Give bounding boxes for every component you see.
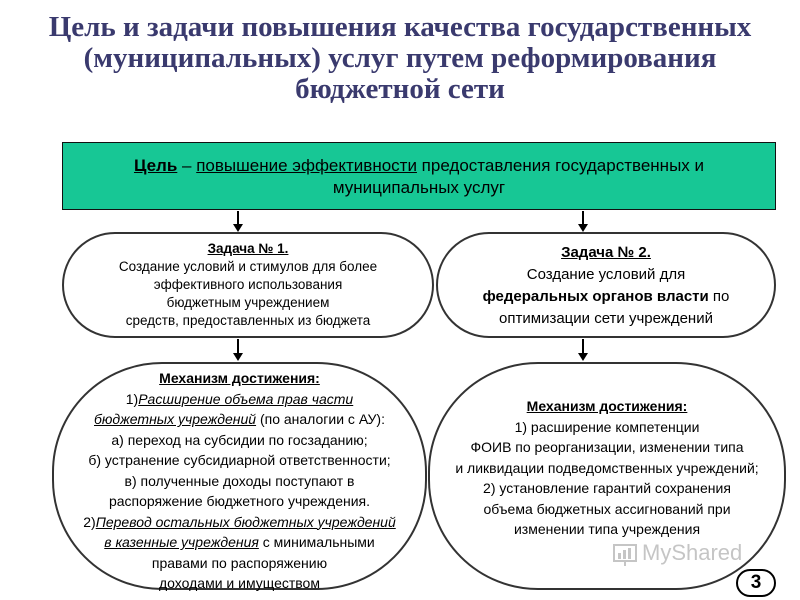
mechanism-2-line: 2) установление гарантий сохранения xyxy=(483,480,731,496)
watermark-text: MyShared xyxy=(642,540,743,565)
goal-line-1: Цель – повышение эффективности предостав… xyxy=(63,155,775,177)
slide-title: Цель и задачи повышения качества государ… xyxy=(20,12,780,105)
mechanism-1-sub-c: в) полученные доходы поступают в xyxy=(124,472,355,489)
mechanism-1-item-1-line-2: бюджетных учреждений (по аналогии с АУ): xyxy=(54,409,425,430)
task-2-line-2-rest: по xyxy=(708,288,730,305)
item-underlined-text: в казенные учреждения xyxy=(104,534,259,550)
item-prefix: 1) xyxy=(125,390,139,407)
mechanism-2-line: 1) расширение компетенции xyxy=(514,418,700,435)
goal-box: Цель – повышение эффективности предостав… xyxy=(62,142,776,210)
item-text: с минимальными xyxy=(258,534,375,550)
mechanism-1-heading: Механизм достижения: xyxy=(159,370,320,386)
mechanism-1-item-2-line-2: в казенные учреждения с минимальными xyxy=(54,532,425,553)
mechanism-1-item-1: 1)Расширение объема прав части xyxy=(54,389,425,410)
mechanism-1-item-2: 2)Перевод остальных бюджетных учреждений xyxy=(54,512,425,533)
goal-label: Цель xyxy=(133,156,178,175)
mechanism-1-sub-a: а) переход на субсидии по госзаданию; xyxy=(111,431,368,448)
task-1-line: Создание условий и стимулов для более xyxy=(118,259,378,274)
mechanism-2-oval: Механизм достижения: 1) расширение компе… xyxy=(428,362,786,590)
mechanism-1-sub-c-cont: распоряжение бюджетного учреждения. xyxy=(108,493,371,509)
mechanism-2-heading: Механизм достижения: xyxy=(526,398,688,414)
mechanism-2-line: объема бюджетных ассигнований при xyxy=(483,500,731,517)
title-line-2: (муниципальных) услуг путем реформирован… xyxy=(83,42,717,74)
goal-text-rest: предоставления государственных и xyxy=(416,156,705,175)
title-line-3: бюджетной сети xyxy=(295,73,505,105)
task-2-line-1: Создание условий для xyxy=(526,266,686,283)
item-prefix: 2) xyxy=(83,513,96,530)
mechanism-2-line: изменении типа учреждения xyxy=(513,521,701,537)
task-2-heading: Задача № 2. xyxy=(561,244,651,261)
goal-line-2: муниципальных услуг xyxy=(332,178,506,197)
item-underlined-text: Перевод остальных бюджетных учреждений xyxy=(95,513,396,530)
watermark: MyShared xyxy=(612,536,762,570)
goal-text-underlined: повышение эффективности xyxy=(196,156,417,175)
task-1-line: средств, предоставленных из бюджета xyxy=(125,313,371,328)
mechanism-1-sub-b: б) устранение субсидиарной ответственнос… xyxy=(88,452,391,468)
mechanism-1-item-2-line-3: правами по распоряжению xyxy=(151,554,328,571)
task-2-oval: Задача № 2. Создание условий для федерал… xyxy=(436,232,776,338)
task-1-line: эффективного использования xyxy=(153,277,343,292)
item-underlined-text: бюджетных учреждений xyxy=(94,411,257,427)
mechanism-2-line: ФОИВ по реорганизации, изменении типа xyxy=(470,439,744,455)
goal-dash: – xyxy=(177,156,197,175)
task-1-line: бюджетным учреждением xyxy=(166,295,330,310)
item-text: (по аналогии с АУ): xyxy=(256,411,385,427)
task-2-line-2: федеральных органов власти по xyxy=(438,286,774,308)
task-2-bold-text: федеральных органов власти xyxy=(482,288,709,305)
title-line-1: Цель и задачи повышения качества государ… xyxy=(48,11,752,43)
task-1-oval: Задача № 1. Создание условий и стимулов … xyxy=(62,232,434,338)
task-1-heading: Задача № 1. xyxy=(207,241,289,256)
mechanism-2-line: и ликвидации подведомственных учреждений… xyxy=(455,459,759,476)
mechanism-1-item-2-line-4: доходами и имуществом xyxy=(159,575,320,591)
task-2-line-3: оптимизации сети учреждений xyxy=(499,310,713,327)
mechanism-1-oval: Механизм достижения: 1)Расширение объема… xyxy=(52,362,427,591)
item-underlined-text: Расширение объема прав части xyxy=(138,390,354,407)
chart-icon xyxy=(612,541,638,567)
page-number-badge: 3 xyxy=(736,569,776,597)
